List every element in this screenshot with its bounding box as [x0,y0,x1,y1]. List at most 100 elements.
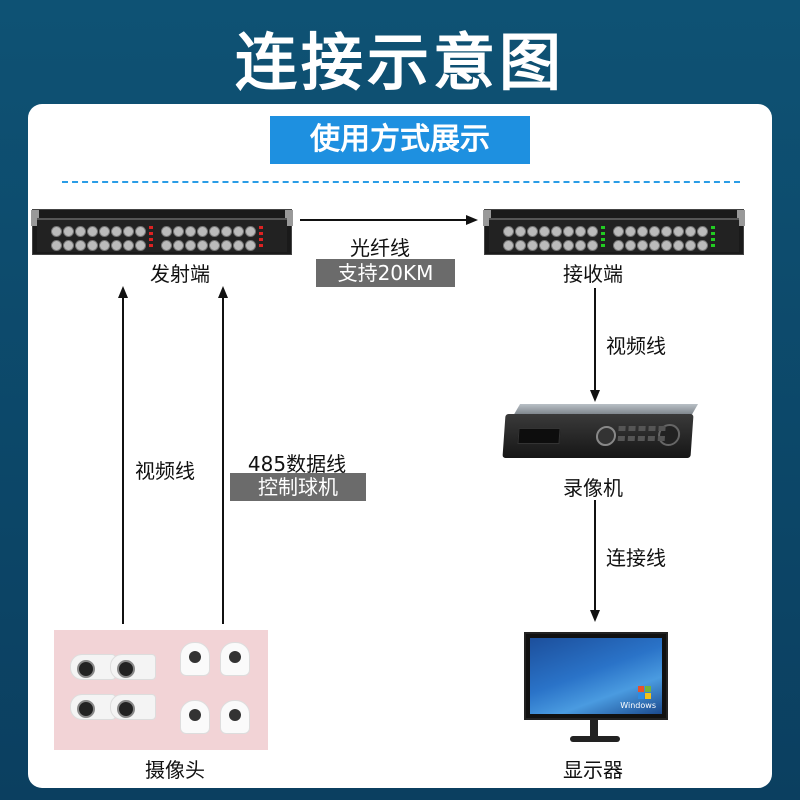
receiver-device [483,209,745,255]
bnc-connector [685,240,696,251]
connection-arrow [590,500,600,622]
status-led [601,232,605,235]
bnc-connector [209,226,220,237]
bnc-connector [87,226,98,237]
bnc-connector [661,240,672,251]
fiber-distance-tag: 支持20KM [316,259,455,287]
cameras-image [54,630,268,750]
monitor-label: 显示器 [563,758,623,782]
bnc-connector [135,240,146,251]
bnc-connector [575,226,586,237]
bnc-connector [649,240,660,251]
status-led [149,244,153,247]
video-line-right-label: 视频线 [606,334,666,358]
bnc-connector [245,240,256,251]
status-led [259,232,263,235]
bnc-connector [637,240,648,251]
status-led [711,226,715,229]
status-led [149,238,153,241]
bnc-connector [575,240,586,251]
bnc-connector [625,240,636,251]
bnc-connector [75,226,86,237]
bnc-connector [233,240,244,251]
bnc-connector [515,240,526,251]
bnc-connector [185,240,196,251]
bnc-connector [173,226,184,237]
bnc-connector [503,226,514,237]
bnc-connector [551,240,562,251]
bnc-connector [161,240,172,251]
bnc-connector [673,226,684,237]
bnc-connector [673,240,684,251]
bnc-connector [539,240,550,251]
bnc-connector [613,240,624,251]
data-line-tag: 控制球机 [230,473,366,501]
subtitle-banner: 使用方式展示 [270,116,530,164]
bnc-connector [161,226,172,237]
status-led [601,226,605,229]
bnc-connector [63,226,74,237]
bnc-connector [51,226,62,237]
bnc-connector [697,226,708,237]
bnc-connector [625,226,636,237]
bnc-connector [123,226,134,237]
bnc-connector [87,240,98,251]
bnc-connector [587,226,598,237]
bnc-connector [515,226,526,237]
status-led [601,238,605,241]
video-line-arrow-right [590,288,600,402]
bnc-connector [649,226,660,237]
bnc-connector [111,226,122,237]
recorder-button [638,426,646,431]
bnc-connector [527,240,538,251]
page-title: 连接示意图 [234,26,565,99]
transmitter-label: 发射端 [150,262,210,286]
status-led [601,244,605,247]
status-led [149,232,153,235]
bnc-connector [111,240,122,251]
bnc-connector [563,240,574,251]
bnc-connector [503,240,514,251]
bnc-connector [99,226,110,237]
status-led [149,226,153,229]
recorder-device [502,414,694,458]
bnc-connector [551,226,562,237]
status-led [711,238,715,241]
video-line-left-label: 视频线 [135,459,195,483]
fiber-arrow [300,215,478,225]
receiver-label: 接收端 [563,262,623,286]
bnc-connector [123,240,134,251]
recorder-label: 录像机 [563,476,623,500]
bnc-connector [587,240,598,251]
status-led [259,244,263,247]
data-line-label: 485数据线 [247,452,347,476]
bnc-connector [233,226,244,237]
bnc-connector [661,226,672,237]
status-led [711,232,715,235]
monitor-base [570,736,620,742]
bnc-connector [637,226,648,237]
bnc-connector [135,226,146,237]
windows-logo-icon [638,686,652,700]
bnc-connector [99,240,110,251]
status-led [259,238,263,241]
bnc-connector [685,226,696,237]
monitor-stand [590,718,598,738]
monitor-screen: Windows [530,638,662,714]
recorder-button [658,426,666,431]
recorder-button [628,426,636,431]
recorder-button [618,426,626,431]
bnc-connector [63,240,74,251]
bnc-connector [539,226,550,237]
bnc-connector [173,240,184,251]
bnc-connector [185,226,196,237]
recorder-button [648,426,656,431]
transmitter-device [31,209,293,255]
bnc-connector [51,240,62,251]
bnc-connector [75,240,86,251]
recorder-button [637,436,645,441]
status-led [259,226,263,229]
bnc-connector [221,240,232,251]
status-led [711,244,715,247]
bnc-connector [245,226,256,237]
